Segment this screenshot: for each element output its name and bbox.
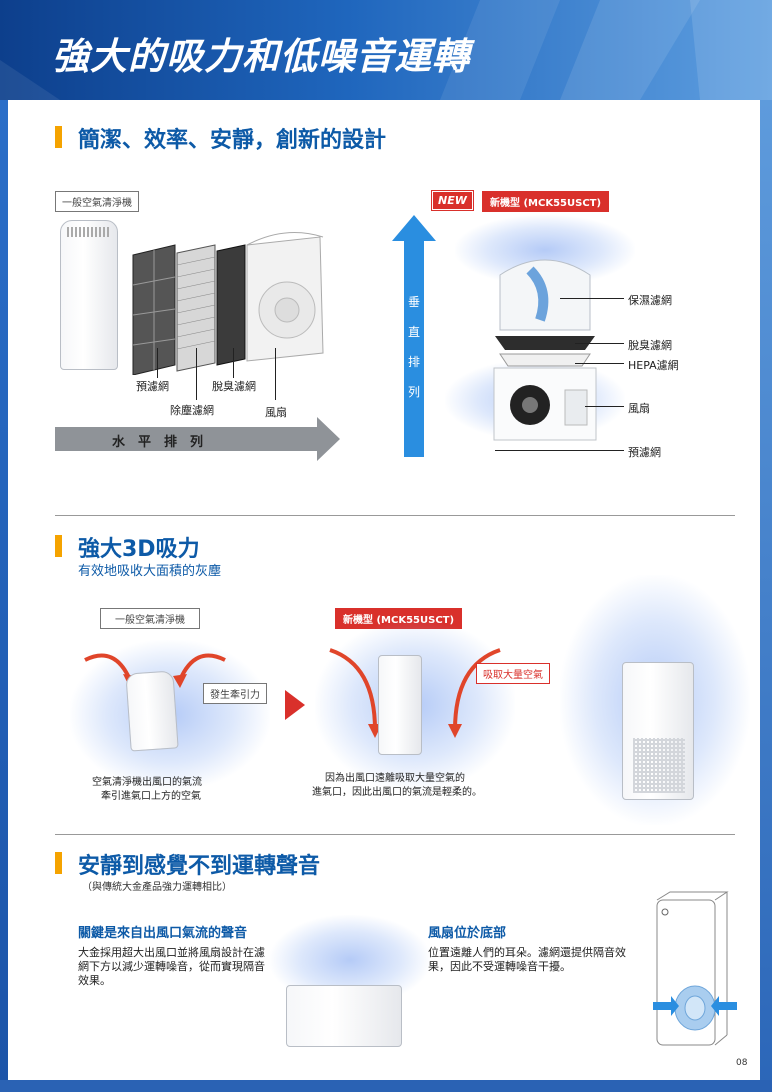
caption-conventional-1: 空氣清淨機出風口的氣流 (92, 777, 202, 788)
page-title: 強大的吸力和低噪音運轉 (52, 35, 470, 78)
right-border (760, 100, 772, 1092)
conventional-purifier-front (60, 220, 118, 370)
section1-marker (55, 126, 62, 148)
section2-heading: 強大3D吸力 (78, 537, 200, 562)
product-photo-purifier (622, 662, 694, 800)
section3-marker (55, 852, 62, 874)
col1-body-1: 大金採用超大出風口並將風扇設計在濾 (78, 946, 265, 959)
col2-body-2: 果，因此不受運轉噪音干擾。 (428, 960, 571, 973)
leader-pre-filter (157, 348, 158, 378)
callout-intake: 吸取大量空氣 (476, 663, 550, 684)
section-divider-2 (55, 834, 735, 835)
conventional-filters-exploded (132, 232, 324, 375)
section2-subheading: 有效地吸收大面積的灰塵 (78, 564, 222, 579)
left-border (0, 100, 8, 1092)
bottom-border (0, 1080, 772, 1092)
section3-note: （與傳統大金產品強力運轉相比） (82, 882, 232, 893)
leader-pre-filter-new (495, 450, 624, 451)
new-model-exploded (493, 259, 597, 441)
col1-title: 關鍵是來自出風口氣流的聲音 (78, 926, 248, 941)
section2-marker (55, 535, 62, 557)
section3-heading: 安靜到感覺不到運轉聲音 (78, 854, 321, 879)
col2-title: 風扇位於底部 (428, 926, 507, 941)
leader-deodor-filter (233, 348, 234, 378)
caption-new-1: 因為出風口遠離吸取大量空氣的 (325, 773, 465, 784)
label-dust-filter: 除塵濾網 (170, 404, 214, 417)
label-pre-filter-new: 預濾網 (628, 446, 661, 459)
conventional-tag-2: 一般空氣清淨機 (100, 608, 200, 629)
horizontal-arrow (55, 417, 340, 461)
leader-dust-filter (196, 348, 197, 400)
label-pre-filter: 預濾網 (136, 380, 169, 393)
header-decoration (0, 0, 772, 100)
fan-position-illustration (653, 891, 737, 1046)
quiet-purifier-top (286, 985, 402, 1047)
new-model-purifier (378, 655, 422, 755)
leader-humid-filter (560, 298, 624, 299)
callout-traction: 發生牽引力 (203, 683, 267, 704)
label-hepa-filter: HEPA濾網 (628, 359, 679, 372)
conventional-tag: 一般空氣清淨機 (55, 191, 139, 212)
label-fan-new: 風扇 (628, 402, 650, 415)
col1-body-3: 效果。 (78, 974, 111, 987)
section-divider-1 (55, 515, 735, 516)
section1-heading: 簡潔、效率、安靜，創新的設計 (78, 128, 387, 153)
vertical-arrow-label: 垂 直 排 列 (407, 295, 420, 399)
conventional-purifier (125, 670, 179, 752)
caption-new-2: 進氣口，因此出風口的氣流是輕柔的。 (312, 787, 482, 798)
compare-arrow-icon (285, 690, 305, 720)
label-humid-filter: 保濕濾網 (628, 294, 672, 307)
page-number: 08 (736, 1058, 748, 1068)
col1-body-2: 網下方以減少運轉噪音，從而實現隔音 (78, 960, 265, 973)
horizontal-arrow-label: 水 平 排 列 (112, 435, 204, 450)
label-deodor-filter: 脫臭濾網 (212, 380, 256, 393)
leader-hepa-filter (575, 363, 624, 364)
vertical-arrow (392, 215, 436, 457)
leader-fan-new (585, 406, 624, 407)
leader-fan (275, 348, 276, 400)
new-model-tag: 新機型 (MCK55USCT) (482, 191, 610, 212)
page-header: 強大的吸力和低噪音運轉 (0, 0, 772, 100)
col2-body-1: 位置遠離人們的耳朵。濾網還提供隔音效 (428, 946, 626, 959)
label-deodor-filter-new: 脫臭濾網 (628, 339, 672, 352)
leader-deodor-filter-new (575, 343, 624, 344)
label-fan: 風扇 (265, 406, 287, 419)
new-badge: NEW (431, 190, 474, 211)
caption-conventional-2: 牽引進氣口上方的空氣 (101, 791, 201, 802)
